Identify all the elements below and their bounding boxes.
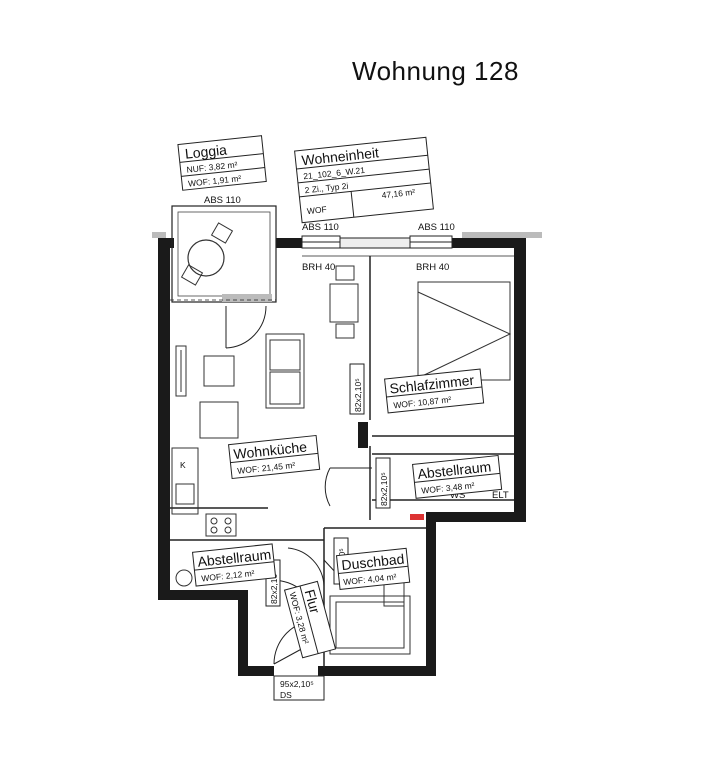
svg-text:DS: DS: [280, 690, 292, 700]
svg-text:Duschbad: Duschbad: [341, 551, 405, 574]
svg-text:95x2,10⁵: 95x2,10⁵: [280, 679, 314, 689]
duschbad-label: Duschbad WOF: 4,04 m²: [335, 547, 411, 591]
svg-text:Loggia: Loggia: [184, 141, 228, 161]
chimney: [358, 422, 368, 448]
neighbor-wall: [462, 232, 542, 238]
svg-text:82x2,10⁵: 82x2,10⁵: [353, 378, 363, 412]
svg-text:82x2,10⁵: 82x2,10⁵: [379, 472, 389, 506]
marker: [410, 514, 424, 520]
svg-text:WOF: WOF: [306, 204, 327, 216]
abs-living-label: ABS 110: [302, 222, 339, 233]
svg-text:47,16 m²: 47,16 m²: [381, 187, 416, 200]
schlafzimmer-label: Schlafzimmer WOF: 10,87 m²: [384, 368, 485, 414]
entrance-label-box: 95x2,10⁵ DS: [273, 675, 325, 701]
elt-label: ELT: [492, 490, 509, 501]
neighbor-wall: [152, 232, 166, 238]
page-title: Wohnung 128: [352, 56, 519, 86]
svg-text:82x2,10⁵: 82x2,10⁵: [269, 570, 279, 604]
svg-text:Flur: Flur: [302, 588, 324, 616]
svg-text:Abstellraum: Abstellraum: [417, 458, 492, 482]
flur-label: Flur WOF: 3,28 m²: [283, 580, 337, 659]
loggia: [171, 205, 277, 303]
brh-bedroom-label: BRH 40: [416, 262, 449, 273]
svg-text:Abstellraum: Abstellraum: [197, 546, 272, 570]
abs-bedroom-label: ABS 110: [418, 222, 455, 233]
ws-label: WS: [450, 490, 465, 501]
furniture: [171, 265, 359, 537]
kitchen-k-label: K: [180, 460, 186, 470]
unit-info-box: Wohneinheit 21_102_6_W.21 2 Zi., Typ 2i …: [294, 136, 434, 224]
wohnkueche-label: Wohnküche WOF: 21,45 m²: [228, 434, 321, 480]
brh-living-label: BRH 40: [302, 262, 335, 273]
abs-loggia-label: ABS 110: [204, 195, 241, 206]
door-size-store: 82x2,10⁵: [375, 457, 391, 509]
abstellraum-right-label: Abstellraum WOF: 3,48 m²: [412, 454, 503, 499]
outer-walls: [158, 238, 526, 676]
svg-text:Wohnküche: Wohnküche: [233, 439, 308, 463]
windows: [301, 235, 453, 249]
abstellraum-left-label: Abstellraum WOF: 2,12 m²: [191, 543, 277, 587]
loggia-label: Loggia NUF: 3,82 m² WOF: 1,91 m²: [177, 135, 267, 191]
door-size-living: 82x2,10⁵: [349, 363, 365, 415]
bed: [417, 281, 512, 381]
svg-text:2 Zi., Typ 2i: 2 Zi., Typ 2i: [304, 181, 349, 196]
